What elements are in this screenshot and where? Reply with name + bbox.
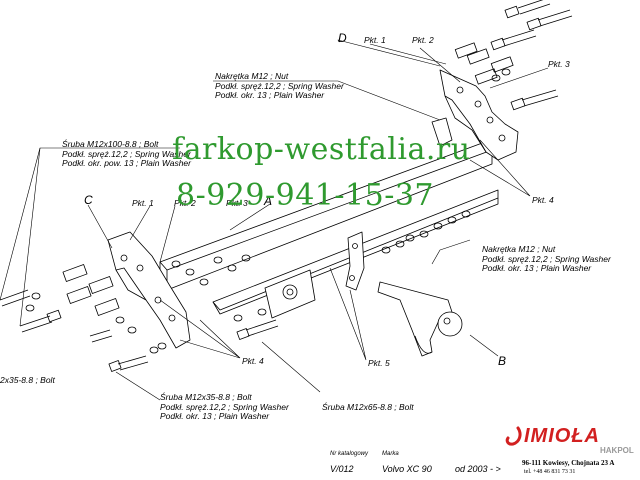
watermark-phone: 8-929-941-15-37 <box>176 178 435 213</box>
date-value: od 2003 - > <box>455 464 501 474</box>
callout-bolt-bottom-mid: Śruba M12x35-8.8 ; Bolt Podkł. spręż.12,… <box>160 392 289 421</box>
callout-letter-d: D <box>338 31 347 45</box>
catalog-number-label: Nr katalogowy <box>330 451 369 457</box>
pkt-label-c1: Pkt. 1 <box>132 198 154 208</box>
bolts-top-right <box>454 0 573 111</box>
company-address: 96-111 Kowiesy, Chojnata 23 A <box>522 459 615 467</box>
washers-row <box>171 210 471 286</box>
bracket-right <box>431 69 519 161</box>
callout-letter-b: B <box>498 354 507 368</box>
callout-bolt-bottom-right: Śruba M12x65-8.8 ; Bolt <box>322 402 414 412</box>
catalog-number-value: V/012 <box>330 464 354 474</box>
callout-bolt-left: Śruba M12x100-8.8 ; Bolt Podkł. spręż.12… <box>62 139 191 168</box>
brand-value: Volvo XC 90 <box>382 464 432 474</box>
callout-letter-c: C <box>84 193 93 207</box>
pkt-label-d3: Pkt. 3 <box>548 59 570 69</box>
callout-bolt-bottom-left: 2x35-8.8 ; Bolt <box>0 375 55 385</box>
socket-bracket <box>345 231 365 291</box>
pkt-label-c4: Pkt. 4 <box>242 356 264 366</box>
company-telephone: tel. +48 46 831 73 31 <box>524 469 576 475</box>
leader-lines <box>0 39 549 401</box>
company-logo-hook-icon <box>505 426 522 446</box>
callout-letter-a: A <box>264 194 273 208</box>
pkt-label-d1: Pkt. 1 <box>364 35 386 45</box>
bracket-left <box>107 231 191 349</box>
pkt-label-c2: Pkt. 2 <box>174 198 196 208</box>
pkt-label-d4: Pkt. 4 <box>532 195 554 205</box>
company-logo-sub: HAKPOL <box>600 446 634 455</box>
callout-nut-top: Nakrętka M12 ; Nut Podkł. spręż.12,2 ; S… <box>215 71 344 100</box>
pkt-label-5: Pkt. 5 <box>368 358 390 368</box>
tow-ball-assembly <box>377 281 463 357</box>
callout-nut-right: Nakrętka M12 ; Nut Podkł. spręż.12,2 ; S… <box>482 244 611 273</box>
pkt-label-c3: Pkt. 3 <box>226 198 248 208</box>
brand-label: Marka <box>382 451 399 457</box>
bolts-left <box>0 264 137 343</box>
watermark-site: farkop-westfalia.ru <box>172 132 471 167</box>
bolts-bottom <box>108 308 279 372</box>
main-crossbeam <box>159 141 499 319</box>
company-logo: IMIOŁA <box>524 425 600 447</box>
pkt-label-d2: Pkt. 2 <box>412 35 434 45</box>
